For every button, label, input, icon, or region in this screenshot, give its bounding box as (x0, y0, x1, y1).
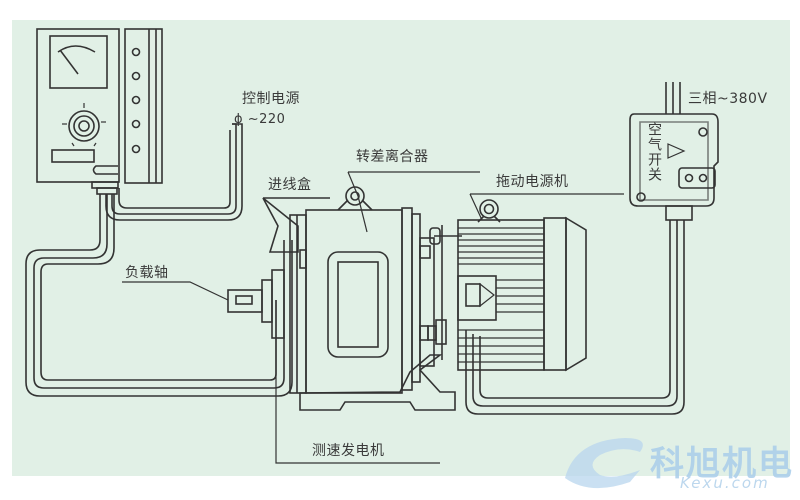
air-switch (629, 82, 719, 221)
label-load-shaft: 负载轴 (125, 265, 169, 281)
controller-unit (36, 28, 163, 195)
watermark-text-cn: 科旭机电 (650, 444, 794, 484)
label-air-switch: 空气开关 (646, 122, 662, 182)
watermark-logo-icon (565, 438, 643, 489)
motor-power-cable (465, 220, 685, 415)
drive-motor (457, 193, 624, 372)
label-control-voltage: ϕ ~220 (234, 112, 286, 127)
label-three-phase: 三相~380V (688, 91, 768, 107)
watermark-text-en: Kexu.com (680, 474, 770, 492)
label-tacho-generator: 测速发电机 (312, 443, 385, 459)
tacho-leader-line (275, 300, 440, 464)
background-panel (12, 20, 790, 476)
signal-cable (25, 194, 293, 397)
label-drive-motor: 拖动电源机 (496, 174, 569, 190)
slip-clutch (289, 171, 480, 411)
junction-box (262, 197, 330, 253)
label-control-power: 控制电源 (242, 91, 300, 107)
label-slip-clutch: 转差离合器 (356, 149, 429, 165)
label-junction-box: 进线盒 (268, 177, 312, 193)
load-shaft (122, 269, 285, 339)
